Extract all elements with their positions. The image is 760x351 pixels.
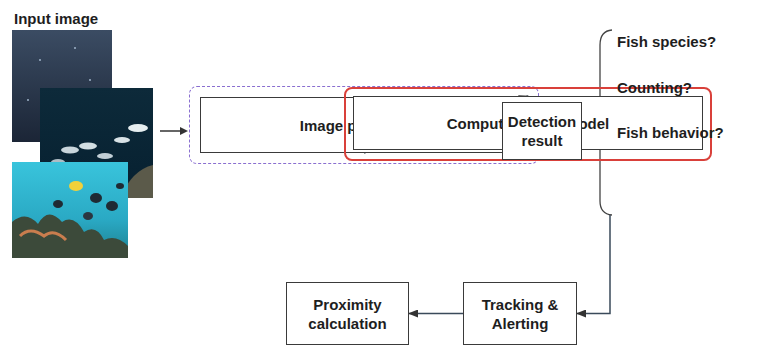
photo-front <box>12 162 128 258</box>
box-text: Detection result <box>508 112 576 150</box>
text-stack: Proximity calculation <box>292 295 403 333</box>
image-caption: Input image <box>14 10 98 28</box>
output-question: Fish behavior? <box>617 124 724 142</box>
output-question: Counting? <box>617 79 692 97</box>
result-box: Detection result <box>502 102 582 160</box>
flow-arrow <box>409 313 463 315</box>
box-text: Tracking & Alerting <box>469 295 571 333</box>
text-stack: Detection result <box>508 112 576 150</box>
text-stack: Tracking & Alerting <box>469 295 571 333</box>
output-question: Fish species? <box>617 33 716 51</box>
process-box: Tracking & Alerting <box>463 282 577 345</box>
input-arrow <box>160 127 188 135</box>
process-box: Proximity calculation <box>286 282 409 345</box>
box-text: Proximity calculation <box>292 295 403 333</box>
